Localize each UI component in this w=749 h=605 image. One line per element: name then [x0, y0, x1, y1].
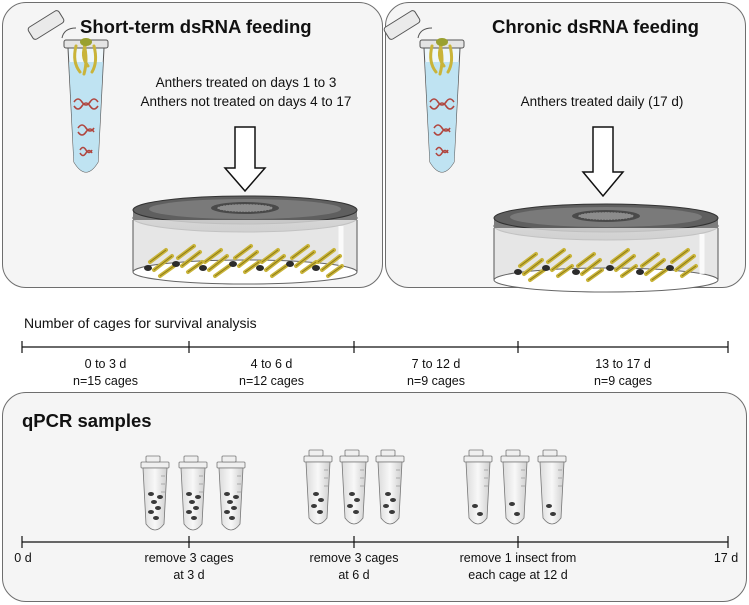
qpcr-start-label: 0 d — [14, 551, 32, 565]
survival-segment-3: 7 to 12 d n=9 cages — [354, 356, 518, 390]
survival-count: n=12 cages — [239, 374, 304, 388]
survival-count: n=15 cages — [73, 374, 138, 388]
insect-icon — [148, 492, 239, 520]
qpcr-sample-line-1: remove 3 cages — [144, 551, 234, 565]
cage-dish-icon — [494, 204, 718, 292]
sample-tubes-3d — [140, 455, 246, 531]
chronic-line-1: Anthers treated daily (17 d) — [520, 94, 684, 109]
qpcr-sample-line-1: remove 1 insect from — [459, 551, 577, 565]
survival-period: 0 to 3 d — [84, 357, 127, 371]
qpcr-panel — [2, 392, 747, 602]
survival-segment-1: 0 to 3 d n=15 cages — [22, 356, 189, 390]
survival-count: n=9 cages — [593, 374, 653, 388]
qpcr-sample-line-2: at 6 d — [338, 568, 370, 582]
survival-period: 13 to 17 d — [595, 357, 651, 371]
qpcr-timeline — [21, 536, 729, 548]
survival-timeline — [21, 341, 729, 353]
qpcr-sample-line-1: remove 3 cages — [309, 551, 399, 565]
survival-segment-2: 4 to 6 d n=12 cages — [189, 356, 354, 390]
short-term-line-1: Anthers treated on days 1 to 3 — [155, 75, 337, 90]
sample-tubes-6d — [303, 449, 405, 525]
chronic-title: Chronic dsRNA feeding — [492, 16, 699, 37]
survival-segment-4: 13 to 17 d n=9 cages — [518, 356, 728, 390]
short-term-title: Short-term dsRNA feeding — [80, 16, 312, 37]
arrow-down-icon — [581, 126, 625, 198]
survival-heading: Number of cages for survival analysis — [24, 315, 257, 331]
survival-count: n=9 cages — [406, 374, 466, 388]
insect-icon — [311, 492, 396, 514]
arrow-down-icon — [223, 126, 267, 193]
qpcr-sample-3: remove 1 insect from each cage at 12 d — [458, 550, 578, 584]
qpcr-sample-2: remove 3 cages at 6 d — [304, 550, 404, 584]
insect-icon — [472, 502, 556, 516]
qpcr-sample-line-2: each cage at 12 d — [468, 568, 568, 582]
qpcr-end-label: 17 d — [713, 551, 739, 565]
microcentrifuge-tube-icon — [381, 8, 466, 174]
qpcr-sample-1: remove 3 cages at 3 d — [139, 550, 239, 584]
qpcr-sample-line-2: at 3 d — [173, 568, 205, 582]
survival-period: 7 to 12 d — [411, 357, 461, 371]
sample-tubes-12d — [463, 449, 567, 525]
survival-period: 4 to 6 d — [250, 357, 293, 371]
qpcr-title: qPCR samples — [22, 410, 152, 431]
short-term-line-2: Anthers not treated on days 4 to 17 — [140, 94, 352, 109]
